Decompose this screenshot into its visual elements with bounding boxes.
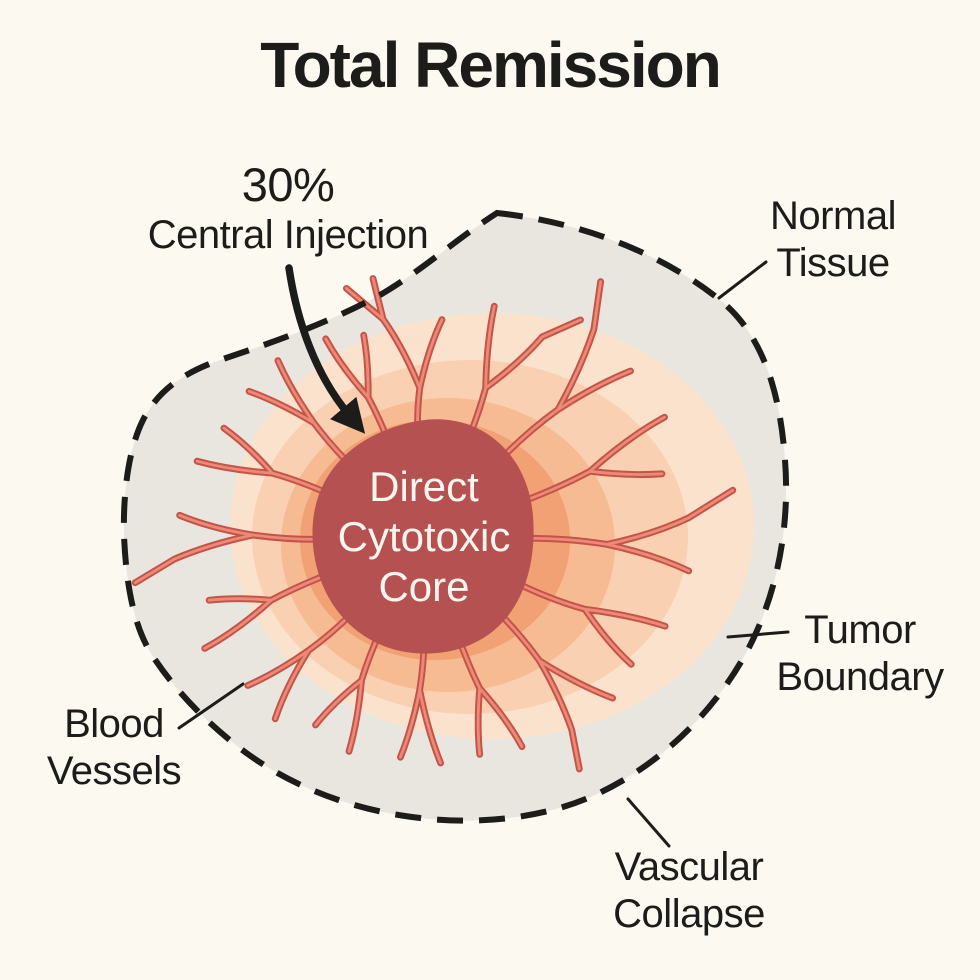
injection-label-text: Central Injection	[147, 213, 429, 257]
injection-label: 30% Central Injection	[148, 158, 429, 259]
tumor-boundary-label: Tumor Boundary	[776, 608, 944, 699]
normal-tissue-leader-line	[717, 260, 768, 300]
vascular-collapse-label: Vascular Collapse	[613, 845, 765, 936]
blood-vessels-label: Blood Vessels	[46, 702, 182, 793]
cytotoxic-core-label: Direct Cytotoxic Core	[337, 463, 511, 610]
injection-percentage: 30%	[241, 158, 335, 211]
vascular-collapse-leader-line	[626, 797, 671, 848]
injection-arrow	[285, 264, 366, 434]
cytotoxic-core-shape	[312, 419, 534, 654]
blood-vessels-leader-line	[177, 682, 245, 730]
tumor-boundary-outline	[120, 209, 790, 824]
normal-tissue-label: Normal Tissue	[770, 194, 896, 285]
page-title: Total Remission	[260, 29, 722, 101]
tumor-boundary-leader-line	[726, 630, 790, 639]
